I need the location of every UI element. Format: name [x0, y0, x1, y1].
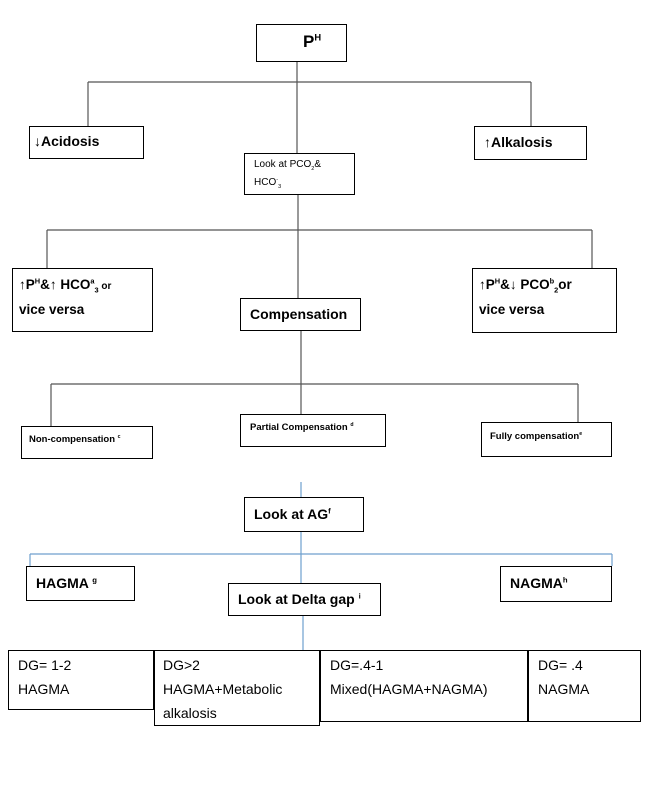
right-case-ph-sup: H [494, 276, 501, 286]
alkalosis-label: Alkalosis [491, 134, 553, 150]
hco3-sup: - [276, 176, 279, 183]
dg-result-1: DG= 1-2 HAGMA [8, 650, 154, 710]
non-compensation-node: Non-compensation c [21, 426, 153, 459]
compensation-label: Compensation [250, 306, 348, 322]
hco3-text: HCO [254, 177, 277, 188]
dg-result-2-line3: alkalosis [163, 705, 217, 721]
look-pco2-text: Look at PCO [254, 159, 312, 170]
dg-result-1-line2: HAGMA [18, 681, 70, 697]
dg-result-3-line2: Mixed(HAGMA+NAGMA) [330, 681, 488, 697]
right-case-node: ↑PH&↓ PCOb2or vice versa [472, 268, 617, 333]
non-compensation-label: Non-compensation [29, 434, 116, 445]
dg-result-4: DG= .4 NAGMA [528, 650, 641, 722]
nagma-note: h [562, 575, 568, 585]
down-arrow-icon: ↓ [34, 133, 41, 149]
look-at-delta-gap-node: Look at Delta gap i [228, 583, 381, 616]
right-case-or: or [558, 277, 572, 292]
partial-compensation-label: Partial Compensation [250, 422, 348, 433]
left-case-ph: ↑P [19, 277, 35, 292]
alkalosis-node: ↑Alkalosis [474, 126, 587, 160]
left-case-note-a: a [90, 276, 95, 286]
compensation-node: Compensation [240, 298, 361, 331]
ph-sup: H [314, 32, 322, 43]
ph-label: P [303, 32, 315, 51]
fully-compensation-label: Fully compensation [490, 431, 580, 442]
nagma-label: NAGMA [510, 575, 563, 591]
dg-result-2: DG>2 HAGMA+Metabolic alkalosis [154, 650, 320, 726]
dg-result-4-line1: DG= .4 [538, 657, 583, 673]
look-pco2-node: Look at PCO2& HCO-3 [244, 153, 355, 195]
left-case-hco: &↑ HCO [40, 277, 91, 292]
dg-result-2-line2: HAGMA+Metabolic [163, 681, 283, 697]
look-at-ag-note: f [328, 506, 331, 516]
hagma-node: HAGMA g [26, 566, 135, 601]
acidosis-node: ↓Acidosis [29, 126, 144, 159]
right-case-pco: &↓ PCO [500, 277, 550, 292]
left-case-ph-sup: H [34, 276, 41, 286]
left-case-or: or [98, 281, 112, 292]
right-case-note-b: b [549, 276, 555, 286]
pco2-sub: 2 [311, 166, 315, 172]
hagma-note: g [92, 575, 97, 585]
dg-result-4-line2: NAGMA [538, 681, 590, 697]
hco3-sub: 3 [278, 184, 282, 190]
right-case-sub: 2 [554, 285, 559, 295]
look-pco2-amp: & [314, 159, 321, 170]
look-at-delta-gap-note: i [358, 591, 361, 601]
ph-node: PH [256, 24, 347, 62]
fully-compensation-node: Fully compensatione [481, 422, 612, 457]
partial-compensation-node: Partial Compensation d [240, 414, 386, 447]
partial-compensation-note: d [350, 421, 354, 428]
right-case-ph: ↑P [479, 277, 495, 292]
look-at-ag-node: Look at AGf [244, 497, 364, 532]
hagma-label: HAGMA [36, 575, 89, 591]
dg-result-2-line1: DG>2 [163, 657, 200, 673]
nagma-node: NAGMAh [500, 566, 612, 602]
non-compensation-note: c [117, 433, 121, 440]
look-at-delta-gap-label: Look at Delta gap [238, 591, 355, 607]
acidosis-label: Acidosis [41, 133, 100, 149]
dg-result-3-line1: DG=.4-1 [330, 657, 384, 673]
dg-result-3: DG=.4-1 Mixed(HAGMA+NAGMA) [320, 650, 528, 722]
look-at-ag-label: Look at AG [254, 506, 329, 522]
up-arrow-icon: ↑ [484, 134, 491, 150]
fully-compensation-note: e [579, 430, 583, 437]
left-case-line2: vice versa [19, 302, 85, 317]
left-case-node: ↑PH&↑ HCOa3 or vice versa [12, 268, 153, 332]
left-case-sub: 3 [94, 285, 99, 295]
right-case-line2: vice versa [479, 302, 545, 317]
dg-result-1-line1: DG= 1-2 [18, 657, 72, 673]
